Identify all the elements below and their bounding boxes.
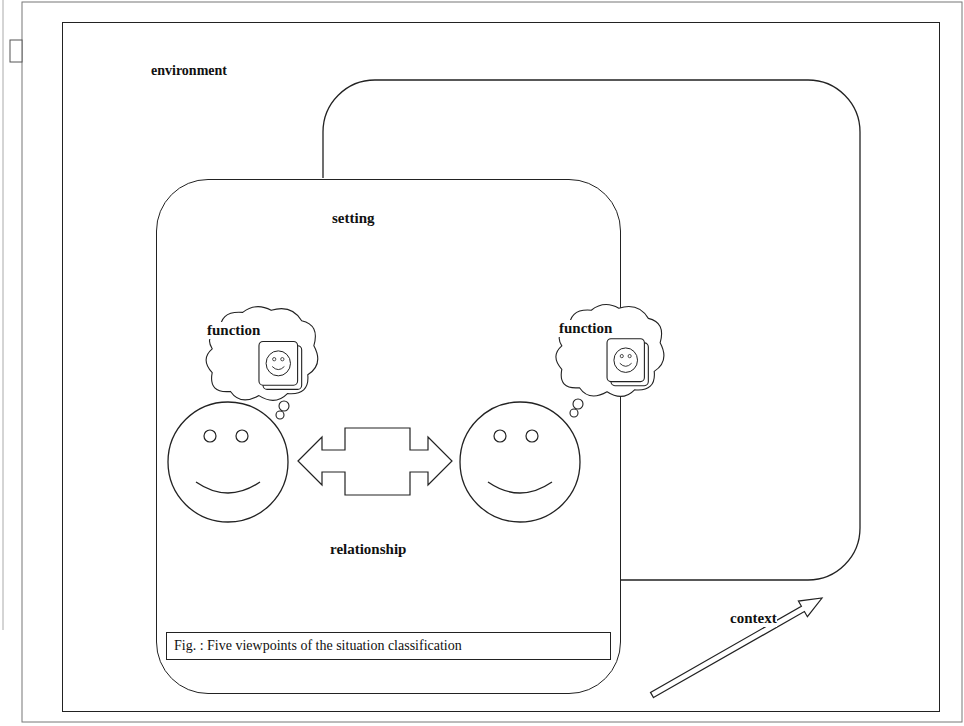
- person-face: [168, 402, 288, 522]
- relationship-label: relationship: [330, 541, 406, 558]
- thought-bubbles: [570, 399, 583, 417]
- scan-tab: [10, 40, 22, 62]
- function-cloud: function: [200, 302, 322, 406]
- function-label: function: [206, 322, 261, 339]
- setting-ground: [155, 178, 620, 693]
- context-label: context: [730, 610, 777, 627]
- environment-frame: environment setting function function: [62, 22, 940, 712]
- thought-bubbles: [276, 401, 289, 419]
- scan-line: [3, 0, 4, 630]
- caption-box: Fig. : Five viewpoints of the situation …: [166, 632, 611, 660]
- context-arrow: [651, 598, 823, 698]
- function-label: function: [558, 320, 613, 337]
- region-label: environment: [151, 63, 227, 79]
- scan-frame: [22, 2, 962, 722]
- function-cloud: function: [550, 300, 668, 402]
- relationship-arrow: [298, 428, 452, 495]
- thought-cloud: [550, 300, 668, 402]
- setting-panel: setting function function: [156, 179, 621, 694]
- region-label: setting: [332, 210, 375, 227]
- caption: Fig. : Five viewpoints of the situation …: [167, 633, 610, 654]
- thought-cloud: [200, 302, 322, 406]
- person-face: [460, 402, 580, 522]
